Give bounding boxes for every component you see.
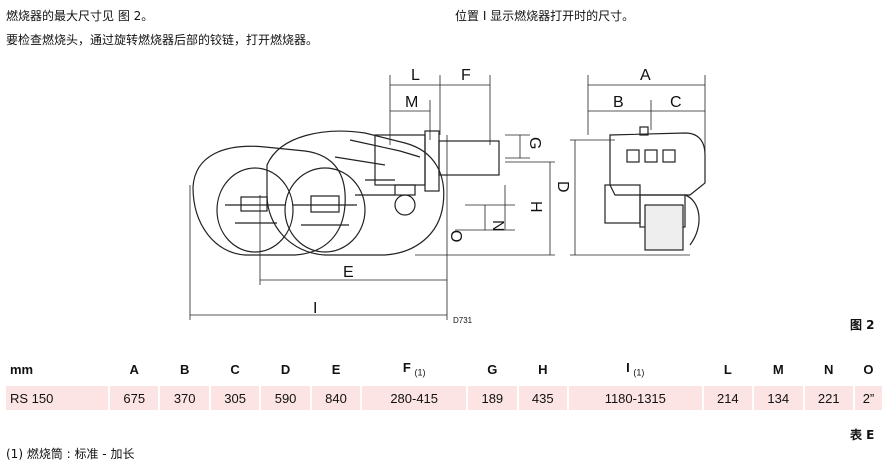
dim-label-F: F bbox=[461, 67, 471, 84]
dimensions-table: mm A B C D E F (1) G H I (1) L M N O RS … bbox=[6, 358, 885, 410]
intro-right: 位置 I 显示燃烧器打开时的尺寸。 bbox=[455, 9, 635, 23]
col-header-n: N bbox=[824, 361, 834, 377]
col-header-l: L bbox=[723, 361, 732, 377]
dim-label-E: E bbox=[343, 264, 354, 281]
table-caption: 表 E bbox=[850, 428, 875, 442]
col-header-d: D bbox=[280, 361, 291, 377]
drawing-code: D731 bbox=[453, 316, 473, 325]
cell-model: RS 150 bbox=[6, 386, 110, 410]
figure-caption: 图 2 bbox=[850, 318, 875, 332]
col-header-a: A bbox=[129, 361, 139, 377]
cell-m: 134 bbox=[753, 386, 805, 410]
cell-e: 840 bbox=[310, 386, 363, 410]
col-header-i: I (1) bbox=[626, 360, 645, 378]
cell-l: 214 bbox=[702, 386, 755, 410]
cell-d: 590 bbox=[260, 386, 312, 410]
col-header-g: G bbox=[487, 361, 498, 377]
col-header-m: M bbox=[772, 361, 784, 377]
dim-label-N: N bbox=[489, 220, 506, 232]
dim-label-H: H bbox=[527, 201, 544, 213]
cell-o: 2” bbox=[853, 386, 885, 410]
dim-label-L: L bbox=[411, 67, 420, 84]
burner-dimension-drawing: L F M G H N O E I A B C D D731 bbox=[185, 55, 875, 330]
col-header-b: B bbox=[179, 361, 190, 377]
cell-a: 675 bbox=[108, 386, 161, 410]
cell-c: 305 bbox=[209, 386, 262, 410]
col-header-h: H bbox=[538, 361, 548, 377]
dim-label-M: M bbox=[405, 94, 418, 111]
table-header-row: mm A B C D E F (1) G H I (1) L M N O bbox=[6, 358, 883, 380]
dim-label-I: I bbox=[313, 300, 317, 317]
dim-label-A: A bbox=[640, 67, 651, 84]
dim-label-D: D bbox=[554, 181, 571, 193]
cell-i: 1180-1315 bbox=[568, 386, 704, 410]
dim-label-O: O bbox=[447, 230, 464, 242]
dim-label-B: B bbox=[613, 94, 624, 111]
col-header-f: F (1) bbox=[402, 360, 426, 378]
cell-h: 435 bbox=[517, 386, 570, 410]
intro-line-2: 要检查燃烧头，通过旋转燃烧器后部的铰链，打开燃烧器。 bbox=[6, 33, 319, 47]
col-header-mm: mm bbox=[10, 361, 34, 377]
col-header-c: C bbox=[230, 361, 240, 377]
dim-label-C: C bbox=[670, 94, 682, 111]
footnote: (1) 燃烧筒 : 标准 - 加长 bbox=[6, 447, 135, 461]
cell-f: 280-415 bbox=[361, 386, 469, 410]
cell-n: 221 bbox=[803, 386, 855, 410]
intro-line-1: 燃烧器的最大尺寸见 图 2。 bbox=[6, 9, 154, 23]
cell-g: 189 bbox=[467, 386, 519, 410]
cell-b: 370 bbox=[159, 386, 211, 410]
col-header-e: E bbox=[331, 361, 341, 377]
table-row: RS 150 675 370 305 590 840 280-415 189 4… bbox=[6, 386, 885, 410]
dim-label-G: G bbox=[526, 137, 543, 149]
col-header-o: O bbox=[863, 361, 874, 377]
